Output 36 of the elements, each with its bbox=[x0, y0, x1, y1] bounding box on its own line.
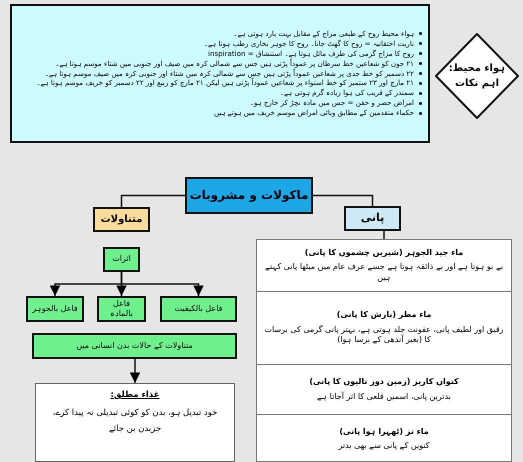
description: بے بو ہوتا ہے اور بے ذائقہ ہوتا ہے جسے عرف عام میں میٹھا پانی کہتے ہیں bbox=[264, 262, 504, 284]
table-box bbox=[256, 239, 512, 462]
connector-line bbox=[120, 194, 185, 207]
heading: کنواں کاریز (زمین دوز نالیوں کا پانی) bbox=[309, 377, 459, 388]
category-box bbox=[344, 206, 401, 231]
box-label: فاعل بالکیفیت bbox=[174, 304, 222, 314]
title-diamond bbox=[434, 32, 520, 120]
box-label: پانی bbox=[360, 211, 384, 226]
process-box bbox=[26, 296, 84, 322]
definition-box bbox=[35, 383, 235, 462]
heading: ماء نز (ٹھہرا ہوا پانی) bbox=[339, 426, 429, 437]
connector-line bbox=[313, 194, 374, 206]
arrow bbox=[130, 359, 140, 383]
description: کنویں کے پانی سے بھی بدتر bbox=[338, 441, 430, 452]
box-label: اثرات bbox=[112, 254, 131, 265]
process-box bbox=[32, 333, 237, 359]
arrow bbox=[50, 272, 122, 296]
category-box bbox=[93, 207, 150, 232]
description: رقیق اور لطیف پانی، عفونت جلد ہوتی ہے، بہتر پانی گرمی کی برسات کا (بغیر آندھی کے برسا ہوا) bbox=[263, 324, 505, 346]
topic-box bbox=[185, 177, 313, 214]
process-box bbox=[160, 296, 237, 322]
heading: غذاء مطلق: bbox=[110, 390, 160, 402]
heading: ماء جید الجوہر (شیریں چشموں کا پانی) bbox=[304, 248, 464, 258]
process-box bbox=[97, 296, 146, 322]
diamond-heading: ہواء محیط: اہم نکات bbox=[448, 62, 506, 91]
box-label: متناولات bbox=[100, 213, 142, 226]
box-label: فاعل بالمادہ bbox=[109, 298, 134, 320]
box-label: متناولات کے حالات بدن انسانی میں bbox=[76, 340, 193, 352]
connector-line bbox=[383, 231, 385, 239]
heading: ماء مطر (بارش کا پانی) bbox=[336, 310, 432, 321]
description: بدترین پانی، اسمیں قلعی کا اثر آجاتا ہے bbox=[317, 392, 451, 402]
notes-panel bbox=[10, 4, 430, 143]
description: خود تبدیل ہو، بدن کو کوئی تبدیلی نہ پیدا کرے، جزبدن بن جائے bbox=[52, 407, 218, 436]
process-box bbox=[103, 247, 140, 272]
box-label: فاعل بالجوہر bbox=[32, 304, 78, 314]
box-label: ماکولات و مشروبات bbox=[190, 188, 308, 204]
